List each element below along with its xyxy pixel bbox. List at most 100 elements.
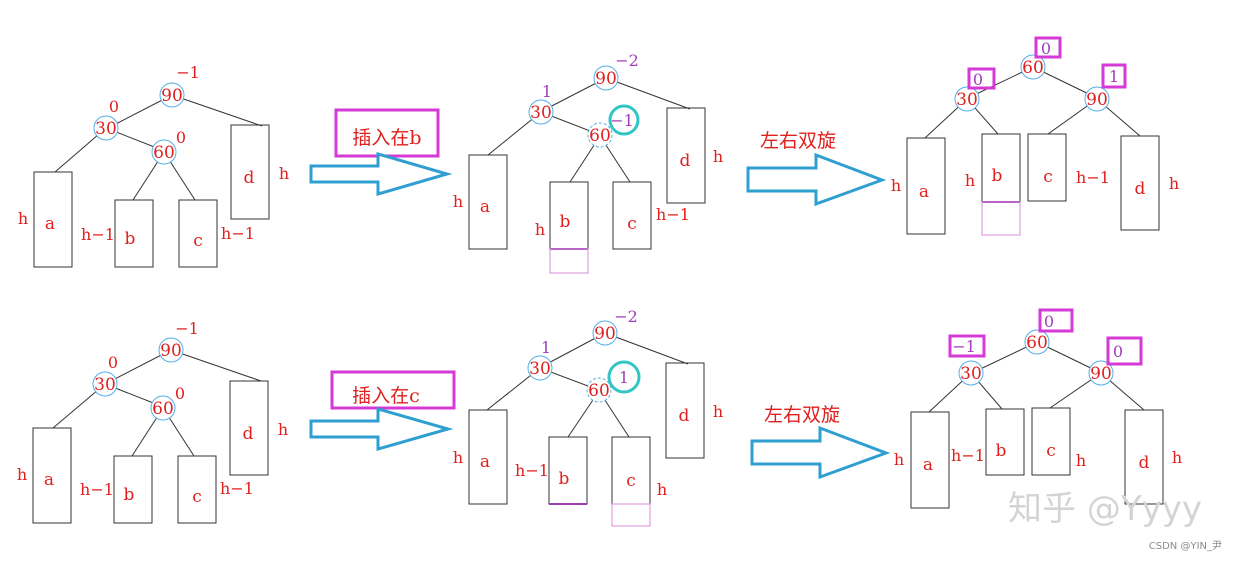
height-label: h xyxy=(18,209,28,228)
node-circle xyxy=(151,139,177,165)
height-label: h xyxy=(278,420,288,439)
subtree-label: b xyxy=(124,485,135,505)
insert-label: 插入在b xyxy=(352,127,421,149)
node-circle xyxy=(93,115,119,141)
subtree-label: a xyxy=(45,214,55,234)
subtree-box xyxy=(666,107,706,204)
watermark-text: 知乎 @Yyyy xyxy=(1008,489,1202,529)
balance-factor: 1 xyxy=(541,338,551,357)
right-arrow-icon xyxy=(309,407,454,451)
inserted-level-box xyxy=(549,248,589,274)
height-label: h−1 xyxy=(220,479,254,498)
row1-after-tree: 60 30 90 0 0 1 a b c d h h h−1 h xyxy=(891,36,1179,236)
insert-label: 插入在c xyxy=(352,385,420,407)
node-label: 30 xyxy=(956,90,978,110)
node-circle xyxy=(92,371,118,397)
subtree-label: c xyxy=(627,214,637,234)
csdn-watermark: CSDN @YIN_尹 xyxy=(1149,540,1222,552)
balance-factor: −1 xyxy=(610,111,634,130)
node-label: 30 xyxy=(530,103,552,123)
balance-factor: 0 xyxy=(1041,39,1051,58)
node-label: 90 xyxy=(594,324,616,344)
node-circle xyxy=(1024,329,1050,355)
subtree-box xyxy=(910,411,950,509)
height-label: h xyxy=(965,171,975,190)
height-label: h xyxy=(891,176,901,195)
subtree-label: d xyxy=(680,151,691,171)
subtree-box xyxy=(1124,409,1164,505)
subtree-label: a xyxy=(480,197,490,217)
subtree-box xyxy=(468,409,508,505)
height-label: h−1 xyxy=(81,225,115,244)
height-label: h−1 xyxy=(656,205,690,224)
node-circle xyxy=(159,82,185,108)
node-circle xyxy=(954,86,980,112)
node-label: 90 xyxy=(160,341,182,361)
node-label: 90 xyxy=(595,69,617,89)
bf-highlight-box xyxy=(1038,308,1074,333)
subtree-box xyxy=(230,124,270,220)
height-label: h−1 xyxy=(80,480,114,499)
subtree-box xyxy=(665,362,705,459)
node-label: 60 xyxy=(153,143,175,163)
right-arrow-icon xyxy=(746,152,887,207)
subtree-label: b xyxy=(559,469,570,489)
node-label: 30 xyxy=(529,359,551,379)
subtree-label: b xyxy=(996,441,1007,461)
height-label: h xyxy=(713,402,723,421)
bf-highlight-circle xyxy=(608,104,640,136)
balance-factor: 0 xyxy=(176,128,186,147)
subtree-box xyxy=(113,455,153,524)
subtree-label: a xyxy=(923,455,933,475)
subtree-label: a xyxy=(44,470,54,490)
subtree-label: d xyxy=(1135,179,1146,199)
subtree-box xyxy=(114,199,154,268)
node-label: 60 xyxy=(588,381,610,401)
node-circle xyxy=(150,395,176,421)
node-circle xyxy=(1084,86,1110,112)
height-label: h xyxy=(1172,448,1182,467)
node-circle xyxy=(592,320,618,346)
subtree-label: a xyxy=(480,452,490,472)
subtree-label: d xyxy=(679,406,690,426)
subtree-label: b xyxy=(125,229,136,249)
balance-factor: 0 xyxy=(175,384,185,403)
row1-middle-tree: 90 30 60 −2 1 −1 a b c d h h h−1 h xyxy=(453,51,723,274)
height-label: h xyxy=(657,480,667,499)
subtree-box xyxy=(906,137,946,235)
node-label: 60 xyxy=(1026,333,1048,353)
balance-factor: −2 xyxy=(614,307,638,326)
subtree-box xyxy=(1031,407,1071,476)
subtree-label: c xyxy=(192,487,202,507)
subtree-box xyxy=(1027,133,1067,202)
balance-factor: 0 xyxy=(108,353,118,372)
edge xyxy=(170,349,262,382)
right-arrow-icon xyxy=(750,425,891,480)
node-label: 30 xyxy=(95,119,117,139)
balance-factor: 0 xyxy=(109,97,119,116)
node-label: 60 xyxy=(152,399,174,419)
node-circle xyxy=(1088,360,1114,386)
height-label: h−1 xyxy=(221,224,255,243)
balance-factor: −1 xyxy=(176,63,200,82)
subtree-box xyxy=(1120,135,1160,231)
node-circle xyxy=(158,337,184,363)
balance-factor: 0 xyxy=(1044,312,1054,331)
height-label: h xyxy=(713,147,723,166)
bf-highlight-box xyxy=(1034,36,1062,59)
subtree-label: c xyxy=(626,471,636,491)
node-circle xyxy=(528,99,554,125)
height-label: h xyxy=(453,448,463,467)
node-circle xyxy=(1020,54,1046,80)
subtree-label: c xyxy=(1046,441,1056,461)
node-label: 60 xyxy=(589,126,611,146)
height-label: h xyxy=(1169,174,1179,193)
balance-factor: 1 xyxy=(1109,67,1119,86)
height-label: h xyxy=(535,220,545,239)
height-label: h xyxy=(894,450,904,469)
height-label: h−1 xyxy=(951,446,985,465)
balance-factor: 0 xyxy=(1113,342,1123,361)
subtree-box xyxy=(33,171,73,268)
rotation-label: 左右双旋 xyxy=(764,404,840,426)
